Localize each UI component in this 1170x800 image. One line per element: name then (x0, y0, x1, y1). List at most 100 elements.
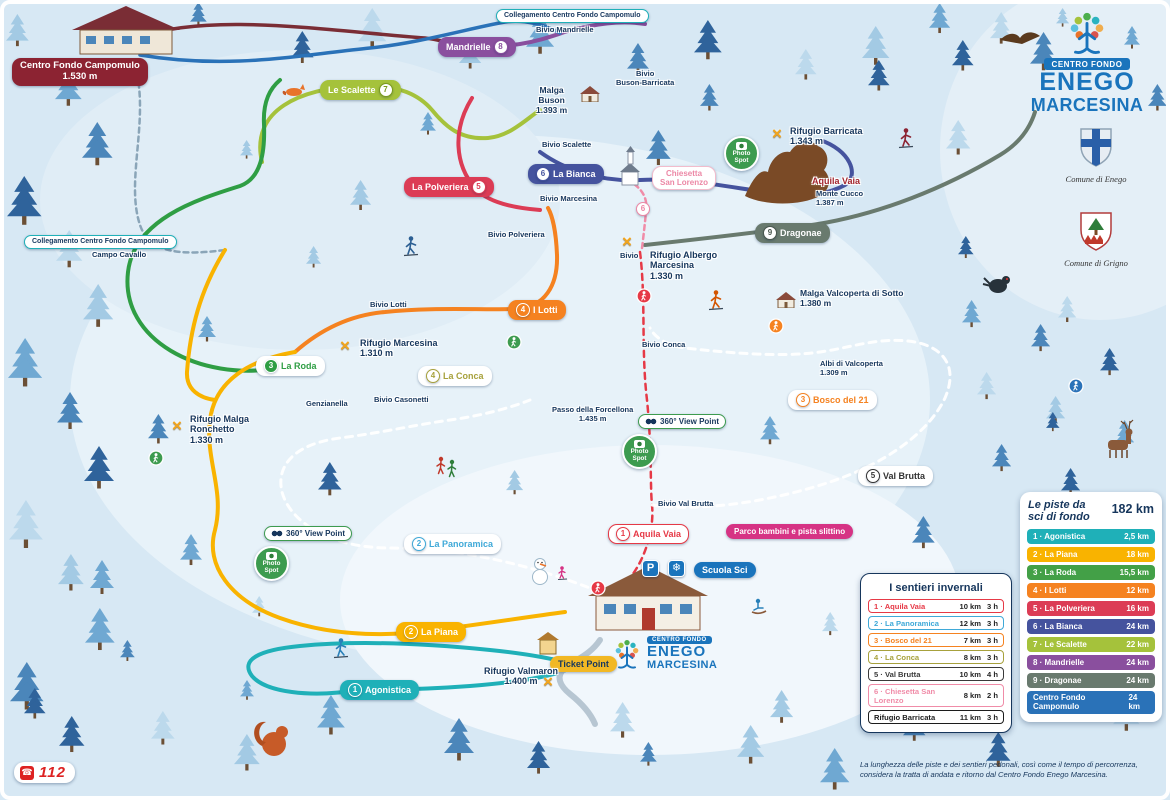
winter-trail-row: 3 · Bosco del 21 7 km 3 h (868, 633, 1004, 647)
winter-trails-rows: 1 · Aquila Vaia 10 km 3 h 2 · La Panoram… (868, 599, 1004, 724)
winter-trail-row: 5 · Val Brutta 10 km 4 h (868, 667, 1004, 681)
crest-enego: Comune di Enego (1040, 126, 1152, 184)
centro-fondo-campomulo-badge-text: Centro Fondo Campomulo 1.530 m (20, 60, 140, 82)
malga-valcoperta-di-sotto: Malga Valcoperta di Sotto 1.380 m (800, 288, 903, 309)
winter-trail-distance: 11 km (959, 712, 982, 722)
piste-distance: 24 km (1128, 693, 1140, 712)
piste-distance: 2,5 km (1124, 531, 1149, 541)
piste-name: 9 · Dragonae (1033, 675, 1082, 685)
piste-name: 4 · I Lotti (1033, 585, 1067, 595)
sentiero-path-aquila-vaia (610, 250, 654, 600)
trail-number-badge: 2 (412, 537, 426, 551)
bivio-lotti-text: Bivio Lotti (370, 300, 407, 309)
piste-distance: 18 km (1126, 549, 1149, 559)
chiesetta-san-lorenzo: Chiesetta San Lorenzo (652, 166, 717, 191)
collegamento-campomulo-left: Collegamento Centro Fondo Campomulo (24, 235, 177, 250)
ticket-point-text: Ticket Point (558, 659, 609, 669)
piste-row: 6 · La Bianca 24 km (1027, 618, 1155, 634)
monte-cucco-text: Monte Cucco 1.387 m (816, 189, 864, 207)
la-roda-text: La Roda (281, 360, 317, 371)
winter-trail-row: 1 · Aquila Vaia 10 km 3 h (868, 599, 1004, 613)
piste-name: 5 · La Polveriera (1033, 603, 1095, 613)
rifugio-malga-ronchetto-marker-text: × (172, 416, 182, 435)
agonistica-text: Agonistica (365, 684, 412, 695)
ticket-point: Ticket Point (550, 656, 617, 673)
logo-name-line2: MARCESINA (1030, 94, 1144, 115)
emergency-badge: ☎ 112 (14, 762, 75, 783)
trail-path-agonistica (246, 641, 577, 696)
collegamento-campomulo-top-text: Collegamento Centro Fondo Campomulo (504, 12, 641, 19)
winter-trail-row: 6 · Chiesetta San Lorenzo 8 km 2 h (868, 684, 1004, 707)
piste-name: Centro Fondo Campomulo (1033, 693, 1086, 712)
enego-shield-icon (1080, 128, 1112, 167)
eagle-sculpture-illustration (745, 141, 829, 204)
le-scalette-text: Le Scalette (328, 84, 376, 95)
valmaron-marker: × (543, 672, 553, 692)
scuola-sci: Scuola Sci (694, 562, 756, 579)
bivio-conca-text: Bivio Conca (642, 340, 686, 349)
winter-trail-duration: 3 h (987, 635, 998, 645)
photo-spot-forcellona: Photo Spot (622, 434, 657, 469)
photo-spot-west-text: Photo Spot (262, 560, 281, 574)
i-lotti-text: I Lotti (533, 304, 558, 315)
base-area-logo: CENTRO FONDO ENEGO MARCESINA (612, 636, 717, 671)
pistes-panel-header: Le piste da sci di fondo 182 km (1028, 499, 1154, 524)
people-tree-logo-icon (615, 639, 639, 669)
winter-trail-name: 4 · La Conca (874, 652, 920, 662)
winter-trail-row: Rifugio Barricata 11 km 3 h (868, 710, 1004, 724)
logo-top-label: CENTRO FONDO (1043, 58, 1131, 70)
photo-spot-barricata: Photo Spot (724, 136, 759, 171)
winter-trail-row: 4 · La Conca 8 km 3 h (868, 650, 1004, 664)
rifugio-marcesina: Rifugio Marcesina 1.310 m (360, 338, 438, 359)
grigno-shield-icon (1080, 212, 1112, 251)
snowflake-sign-text: ❄ (671, 562, 682, 575)
bivio-mandrielle-text: Bivio Mandrielle (536, 25, 594, 34)
main-lodge-illustration (588, 566, 708, 631)
monte-cucco: Monte Cucco 1.387 m (816, 189, 864, 207)
child-skier-figure (557, 566, 568, 580)
albi-di-valcoperta: Albi di Valcoperta 1.309 m (820, 359, 883, 377)
winter-trail-name: 3 · Bosco del 21 (874, 635, 932, 645)
bivio-center-marker: × (622, 232, 632, 252)
piste-row: 5 · La Polveriera 16 km (1027, 600, 1155, 616)
la-panoramica-text: La Panoramica (429, 538, 494, 549)
bivio-marcesina: Bivio Marcesina (540, 194, 597, 204)
winter-trail-duration: 3 h (987, 601, 998, 611)
aquila-vaia-trail-text: Aquila Vaia (633, 528, 682, 539)
sledding-figure (751, 598, 767, 615)
sentiero-path-val-brutta (648, 326, 952, 509)
trail-path-la-piana-north (184, 248, 227, 402)
photo-spot-barricata-text: Photo Spot (732, 150, 751, 164)
piste-row: 1 · Agonistica 2,5 km (1027, 528, 1155, 544)
winter-trail-name: 6 · Chiesetta San Lorenzo (874, 686, 936, 705)
winter-trail-duration: 3 h (987, 652, 998, 662)
winter-trail-distance: 10 km (959, 601, 982, 611)
base-area-logo-text: CENTRO FONDO ENEGO MARCESINA (647, 636, 717, 671)
winter-trail-distance: 7 km (963, 635, 982, 645)
parco-bambini: Parco bambini e pista slittino (726, 524, 854, 540)
bivio-casonetti-text: Bivio Casonetti (374, 395, 429, 404)
bivio-val-brutta-text: Bivio Val Brutta (658, 499, 714, 508)
ticket-booth-illustration (537, 632, 559, 655)
flying-eagle-icon (1000, 32, 1040, 44)
rifugio-barricata: Rifugio Barricata 1.343 m (790, 126, 863, 147)
rifugio-marcesina-text: Rifugio Marcesina 1.310 m (360, 338, 438, 359)
winter-trail-distance: 8 km (963, 691, 982, 700)
trail-path-la-piana-west (207, 350, 422, 637)
parking-sign: P (642, 560, 659, 577)
pistes-legend-panel: Le piste da sci di fondo 182 km 1 · Agon… (1020, 492, 1162, 722)
rifugio-marcesina-marker: × (340, 336, 350, 356)
bivio-scalette: Bivio Scalette (542, 140, 591, 150)
piste-distance: 24 km (1126, 621, 1149, 631)
phone-icon: ☎ (20, 765, 34, 780)
rifugio-barricata-marker: × (772, 124, 782, 144)
winter-trail-duration: 3 h (987, 712, 998, 722)
rifugio-albergo-marcesina: Rifugio Albergo Marcesina 1.330 m (650, 250, 717, 281)
trail-number-badge: 4 (516, 303, 530, 317)
